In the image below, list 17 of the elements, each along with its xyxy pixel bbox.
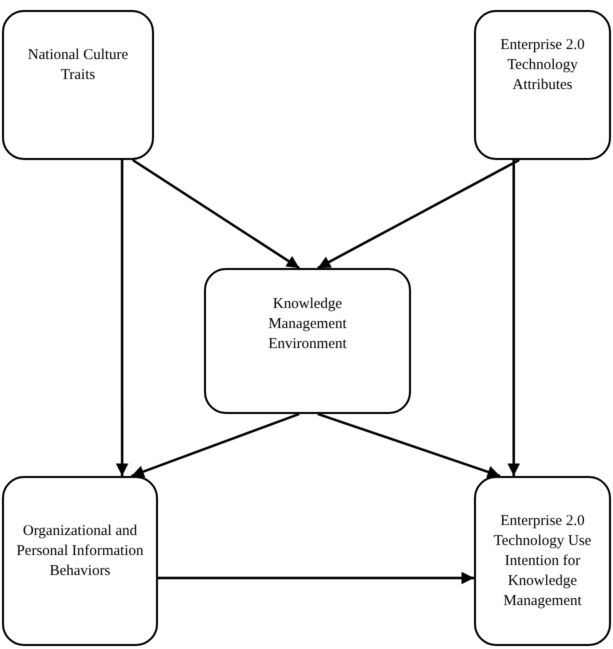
arrow [317,412,500,478]
process-box [474,476,611,646]
arrow [317,158,520,270]
box-label: Enterprise 2.0 Technology Use Intention for Knowledge Management [492,512,592,611]
box-label: Organizational and Personal Information Behaviors [15,522,145,581]
process-box [204,268,411,414]
process-box [2,10,154,160]
arrow [116,160,128,476]
box-label: Knowledge Management Environment [267,295,348,354]
process-box [2,476,158,646]
arrow [158,572,474,584]
box-label: National Culture Traits [26,46,130,85]
arrow [131,412,300,478]
arrow [507,160,520,476]
box-label: Enterprise 2.0 Technology Attributes [499,36,586,95]
arrow [132,158,300,270]
process-box [474,10,611,160]
